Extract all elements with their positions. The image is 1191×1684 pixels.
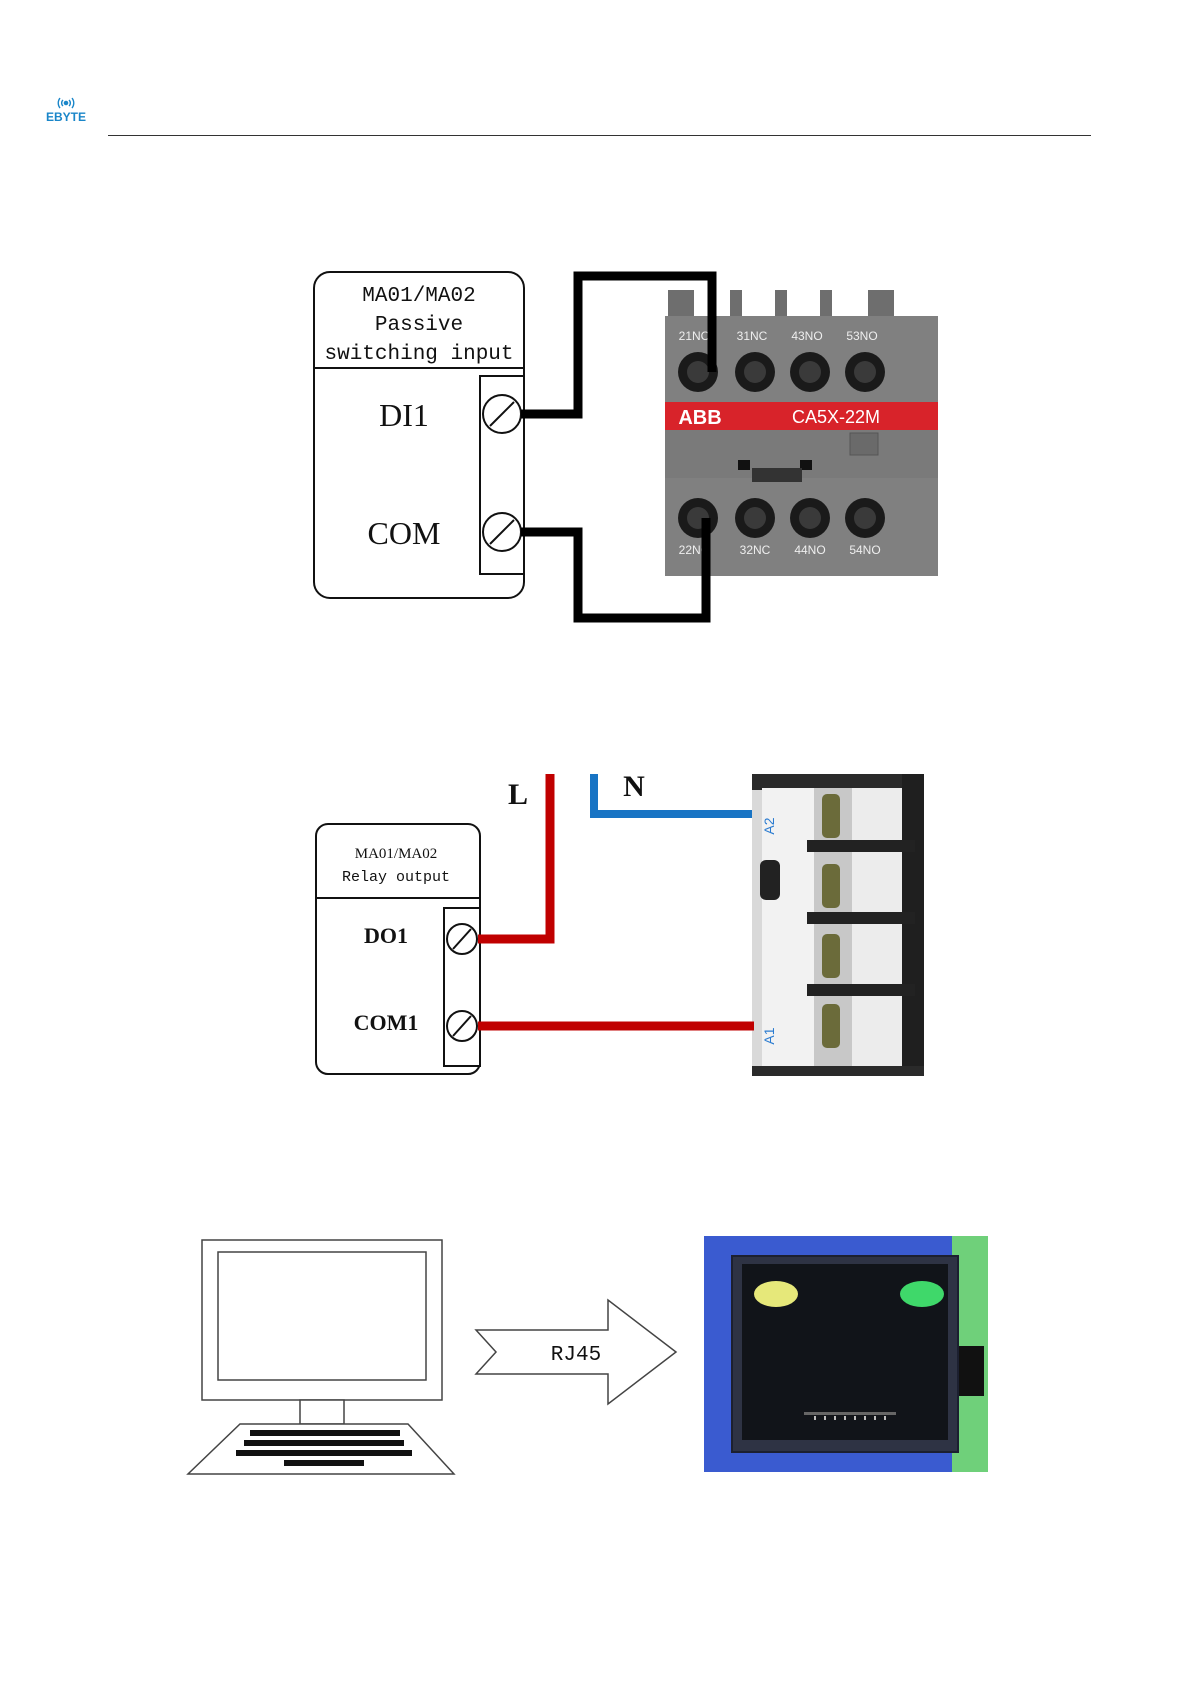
screw-icon: [790, 498, 830, 538]
screw-icon: [735, 498, 775, 538]
screw-terminal-icon: [447, 1011, 477, 1041]
neutral-label: N: [623, 770, 645, 803]
coil-label-a1: A1: [761, 1027, 777, 1044]
brand-logo: ABB: [678, 407, 721, 429]
logo-text: EBYTE: [46, 110, 86, 124]
contactor-coil: A2 A1: [752, 774, 924, 1076]
led-link-icon: [754, 1281, 798, 1307]
top-label-43no: 43NO: [791, 329, 822, 343]
module-title-line2: Passive: [375, 314, 463, 337]
wire-neutral: [594, 774, 752, 814]
screw-icon: [735, 352, 775, 392]
screw-icon: [822, 934, 840, 978]
bottom-label-32nc: 32NC: [740, 543, 771, 557]
top-label-21nc: 21NC: [679, 329, 710, 343]
signal-icon: [58, 98, 74, 108]
terminal-com-label: COM: [368, 515, 441, 551]
led-activity-icon: [900, 1281, 944, 1307]
relay-output-diagram: A2 A1 MA01/MA02 Relay output DO1 COM1 L …: [312, 768, 932, 1080]
screw-icon: [822, 1004, 840, 1048]
bottom-label-54no: 54NO: [849, 543, 880, 557]
screw-icon: [845, 352, 885, 392]
screw-icon: [822, 794, 840, 838]
module-title-line1: MA01/MA02: [355, 846, 438, 862]
module-title-line2: Relay output: [342, 869, 450, 886]
screw-icon: [678, 498, 718, 538]
terminal-do1-label: DO1: [364, 923, 408, 948]
rj45-diagram: RJ45: [184, 1236, 1020, 1476]
computer-icon: [188, 1240, 454, 1474]
coil-label-a2: A2: [761, 817, 777, 834]
screw-icon: [822, 864, 840, 908]
screw-terminal-icon: [483, 513, 521, 551]
header: EBYTE: [0, 0, 1191, 140]
terminal-di1-label: DI1: [379, 397, 429, 433]
module-title-line3: switching input: [324, 343, 513, 366]
screw-terminal-icon: [447, 924, 477, 954]
bottom-label-44no: 44NO: [794, 543, 825, 557]
top-label-53no: 53NO: [846, 329, 877, 343]
top-label-31nc: 31NC: [737, 329, 768, 343]
module-title-line1: MA01/MA02: [362, 285, 475, 308]
line-label: L: [508, 778, 528, 811]
ebyte-logo: EBYTE: [36, 90, 96, 126]
terminal-com1-label: COM1: [354, 1010, 419, 1035]
passive-input-diagram: MA01/MA02 Passive switching input DI1 CO…: [300, 268, 940, 628]
screw-icon: [845, 498, 885, 538]
rj45-port: [704, 1236, 988, 1472]
header-rule: [108, 135, 1091, 136]
model-label: CA5X-22M: [792, 407, 880, 427]
screw-icon: [790, 352, 830, 392]
screw-terminal-icon: [483, 395, 521, 433]
arrow-label: RJ45: [551, 1344, 601, 1367]
